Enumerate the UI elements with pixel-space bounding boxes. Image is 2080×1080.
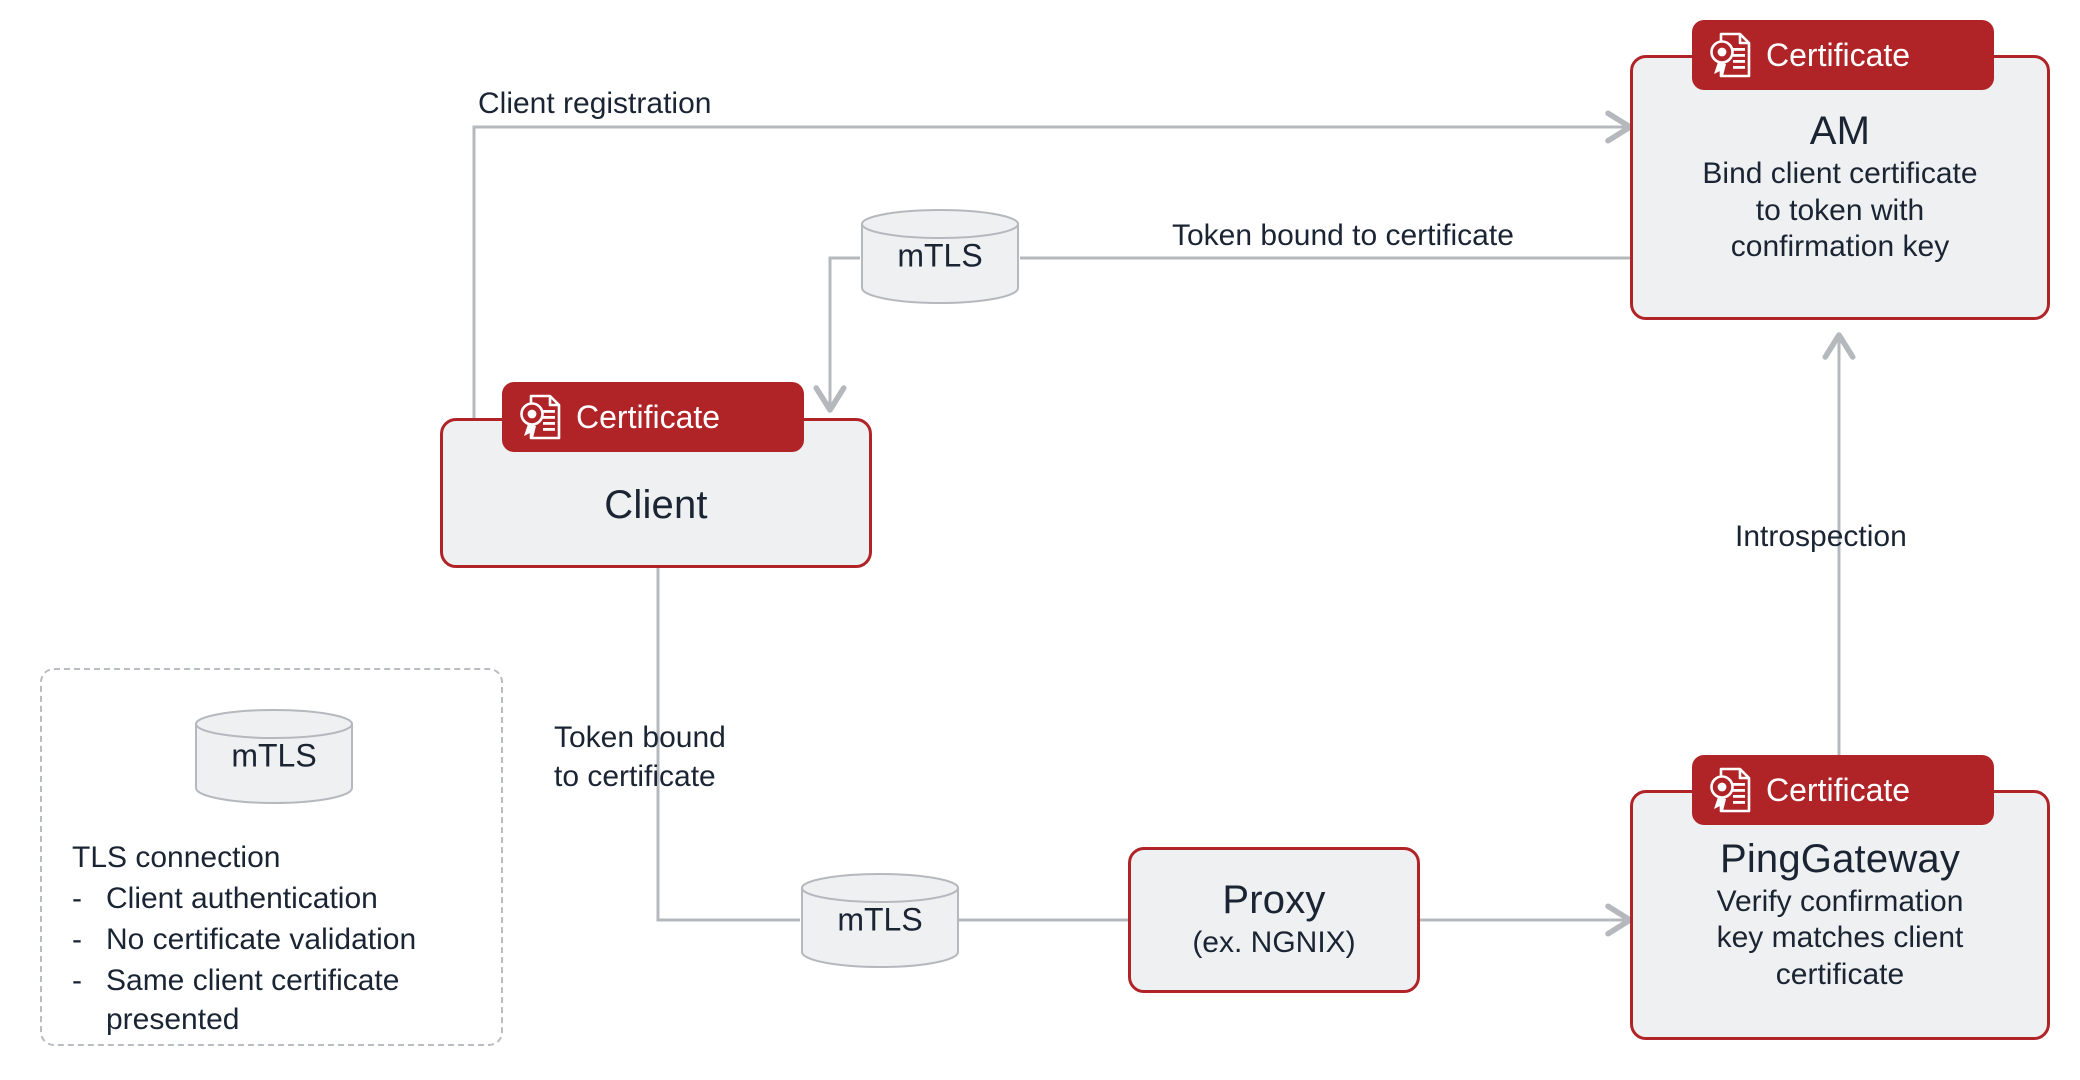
edge-label-token-bound-bottom: Token bound to certificate [554,721,726,793]
legend-item: - Client authentication [72,879,491,918]
edge-label-introspection: Introspection [1735,520,1907,553]
certificate-badge-label: Certificate [1766,772,1911,808]
legend-bullet-marker: - [72,964,82,997]
node-am-subtitle: Bind client certificate to token with co… [1702,157,1978,264]
certificate-badge-am[interactable]: Certificate [1692,20,1994,90]
legend-bullet-marker: - [72,882,82,915]
certificate-icon [1710,767,1752,813]
certificate-badge-label: Certificate [1766,37,1911,73]
node-client-title: Client [604,482,708,527]
node-proxy[interactable]: Proxy (ex. NGNIX) [1128,847,1420,993]
edge-label-client-registration: Client registration [478,87,712,120]
cylinder-mtls-top: mTLS [860,208,1020,304]
node-proxy-subtitle: (ex. NGNIX) [1192,926,1356,960]
legend-body: TLS connection - Client authentication -… [72,838,491,1039]
certificate-icon [1710,32,1752,78]
legend-bullet-marker: - [72,923,82,956]
legend-item: - Same client certificate presented [72,961,491,1039]
legend-item-label: Same client certificate presented [106,964,400,1036]
legend-item-label: Client authentication [106,882,378,915]
legend-item-label: No certificate validation [106,923,417,956]
node-pinggateway[interactable]: PingGateway Verify confirmation key matc… [1630,790,2050,1040]
edge-token-bound-bottom [656,568,1128,922]
legend-list: - Client authentication - No certificate… [72,879,491,1039]
legend-box: mTLS TLS connection - Client authenticat… [40,668,503,1046]
certificate-icon [520,394,562,440]
node-pinggateway-title: PingGateway [1719,836,1961,881]
node-am[interactable]: AM Bind client certificate to token with… [1630,55,2050,320]
cylinder-mtls-bottom: mTLS [800,872,960,968]
node-pinggateway-subtitle: Verify confirmation key matches client c… [1716,884,1964,991]
legend-item: - No certificate validation [72,920,491,959]
node-proxy-title: Proxy [1222,878,1326,923]
legend-title: TLS connection [72,841,281,874]
certificate-badge-client[interactable]: Certificate [502,382,804,452]
cylinder-mtls-legend: mTLS [194,708,354,804]
edge-client-registration [472,110,1633,420]
certificate-badge-pinggateway[interactable]: Certificate [1692,755,1994,825]
edge-label-token-bound-top: Token bound to certificate [1172,219,1514,252]
node-am-title: AM [1809,109,1871,154]
certificate-badge-label: Certificate [576,399,721,435]
